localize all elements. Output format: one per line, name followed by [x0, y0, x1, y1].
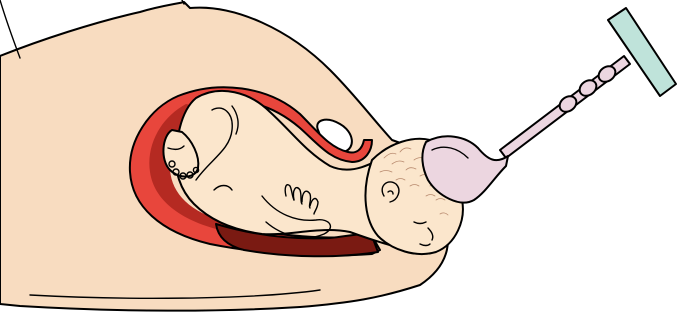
vacuum-extractor-icon	[422, 8, 676, 203]
extractor-handle	[608, 8, 676, 96]
